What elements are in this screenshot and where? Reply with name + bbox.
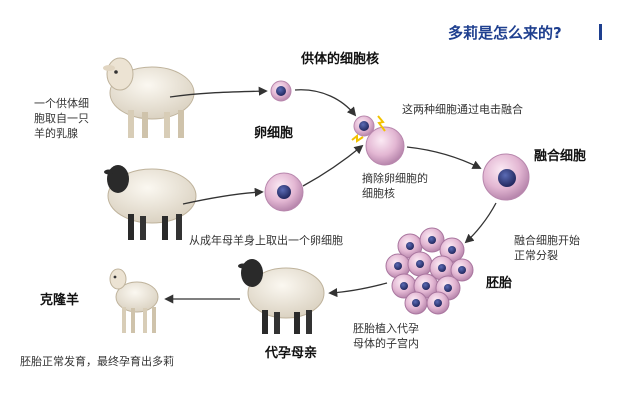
surrogate-label: 代孕母亲 (265, 346, 318, 361)
fusion-cells (351, 115, 405, 166)
clone-label: 克隆羊 (40, 293, 80, 308)
donor-sheep-label: 一个供体细 胞取自一只 羊的乳腺 (34, 97, 89, 140)
outcome-label: 胚胎正常发育，最终孕育出多莉 (20, 355, 174, 368)
diagram-title: 多莉是怎么来的? (448, 24, 562, 42)
clone-lamb (109, 268, 159, 333)
arrow-nucleus-to-fusion (294, 89, 357, 117)
embryo-cluster (385, 227, 474, 315)
title-accent-bar (599, 24, 602, 40)
implant-label: 胚胎植入代孕 母体的子宫内 (353, 322, 419, 350)
arrow-egg-to-fusion (302, 144, 364, 187)
donor-nucleus-label: 供体的细胞核 (301, 52, 380, 67)
fused-cell-label: 融合细胞 (534, 149, 587, 164)
egg-cell (264, 172, 304, 212)
arrow-sheep-to-egg (182, 187, 264, 205)
arrow-fusion-to-fused (406, 146, 482, 169)
egg-source-label: 从成年母羊身上取出一个卵细胞 (189, 234, 343, 247)
remove-nucleus-label: 摘除卵细胞的 细胞核 (362, 172, 428, 200)
egg-cell-label: 卵细胞 (254, 126, 294, 141)
donor-nucleus-cell (270, 80, 292, 102)
surrogate-sheep (238, 259, 325, 334)
egg-donor-sheep (104, 165, 197, 240)
arrow-fused-to-embryo (464, 202, 497, 244)
fusion-note-label: 这两种细胞通过电击融合 (402, 103, 523, 116)
division-label: 融合细胞开始 正常分裂 (514, 234, 580, 262)
arrow-embryo-to-surrogate (328, 282, 388, 298)
fused-cell (482, 153, 530, 201)
donor-sheep (103, 57, 195, 138)
arrow-donor-to-nucleus (169, 86, 268, 98)
embryo-label: 胚胎 (486, 276, 513, 291)
